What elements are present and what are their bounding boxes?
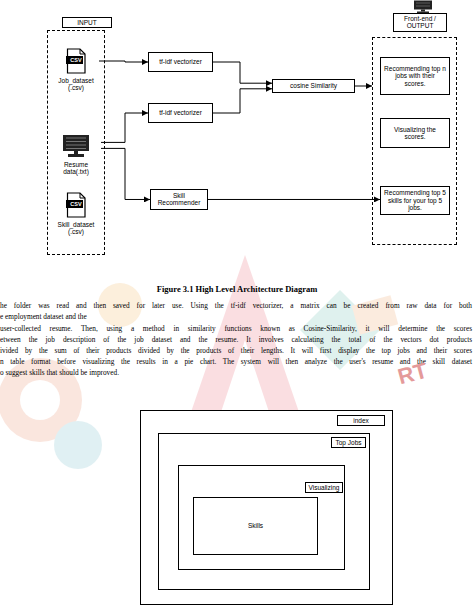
node-label: Recommending top n jobs with their score…	[384, 65, 446, 87]
connector-arrow	[213, 62, 272, 83]
page-frame: VisualizingSkills	[178, 465, 345, 570]
node-label: cosine Similarity	[290, 82, 337, 89]
connector-arrow	[213, 89, 272, 113]
monitor-line	[416, 6, 430, 7]
csv-file-node: CSV Job_dataset (.csv)	[53, 48, 99, 92]
process-box: Skill Recommender	[150, 189, 208, 210]
monitor-base	[68, 154, 84, 157]
node-label: Skill Recommender	[154, 192, 204, 207]
connector-arrow	[101, 113, 148, 142]
output-monitor-icon	[414, 1, 432, 14]
watermark-triangle	[190, 255, 300, 415]
process-box: tf-idf vectorizer	[148, 52, 213, 72]
icon-label: CSV	[51, 202, 101, 208]
file-fold	[80, 49, 85, 54]
body-text: o suggest skills that should be improved…	[0, 369, 119, 377]
file-fold	[80, 193, 85, 198]
connector-arrow	[99, 61, 148, 62]
node-label: tf-idf vectorizer	[159, 58, 202, 65]
screen-line	[66, 148, 86, 149]
connector-arrow	[101, 148, 150, 199]
icon-label: CSV	[53, 58, 99, 64]
node-label: Visualizing the scores.	[384, 126, 446, 141]
body-text: e employment dataset and the	[0, 313, 87, 321]
panel-heading: Front-end / OUTPUT	[393, 13, 447, 32]
node-label: Recommending top 5 skills for your top 5…	[384, 189, 446, 211]
screen-line	[66, 138, 86, 139]
monitor-screen	[414, 1, 432, 10]
page-frame: Top JobsVisualizingSkills	[158, 433, 370, 590]
screen-line	[66, 141, 86, 142]
output-box: Visualizing the scores.	[380, 118, 450, 148]
body-text: user-collected resume. Then, using a met…	[0, 325, 472, 333]
monitor-stand	[421, 10, 425, 12]
panel-heading: INPUT	[62, 17, 112, 28]
watermark-gear-hole	[20, 380, 60, 420]
figure-caption: Figure 3.1 High Level Architecture Diagr…	[157, 284, 318, 294]
panel-heading: Top Jobs	[331, 437, 366, 448]
monitor-stand	[74, 151, 78, 154]
node-label: Skill_dataset (.csv)	[51, 221, 101, 236]
process-box: tf-idf vectorizer	[148, 103, 213, 123]
screen-line	[66, 145, 86, 146]
node-label: Skills	[248, 522, 263, 529]
computer-icon	[62, 134, 90, 158]
panel-heading: Visualizing	[305, 482, 343, 493]
monitor-line	[416, 3, 430, 4]
page-frame: Skills	[193, 497, 318, 555]
node-label: tf-idf vectorizer	[159, 109, 202, 116]
monitor-screen	[63, 135, 89, 151]
process-box: cosine Similarity	[272, 79, 355, 93]
node-label: Resume data(.txt)	[51, 161, 101, 176]
watermark-gear	[54, 421, 102, 469]
body-text: ivided by the sum of their products divi…	[0, 347, 472, 355]
resume-node: Resume data(.txt)	[51, 134, 101, 176]
output-panel: Front-end / OUTPUTRecommending top n job…	[372, 37, 457, 245]
csv-file-node: CSV Skill_dataset (.csv)	[51, 192, 101, 236]
input-panel: INPUTCSVJob_dataset (.csv)Resume data(.t…	[47, 30, 105, 255]
node-label: Job_dataset (.csv)	[53, 77, 99, 92]
body-text: etween the job description of the job da…	[0, 336, 472, 344]
watermark-text: RT	[395, 359, 430, 390]
connector-arrow	[355, 86, 372, 87]
panel-heading: index	[337, 415, 385, 426]
output-box: Recommending top 5 skills for your top 5…	[380, 186, 450, 215]
connector-arrow	[208, 199, 380, 200]
body-text: he folder was read and then saved for la…	[0, 302, 472, 310]
output-box: Recommending top n jobs with their score…	[380, 57, 450, 95]
page-frame: indexTop JobsVisualizingSkills	[140, 410, 393, 605]
